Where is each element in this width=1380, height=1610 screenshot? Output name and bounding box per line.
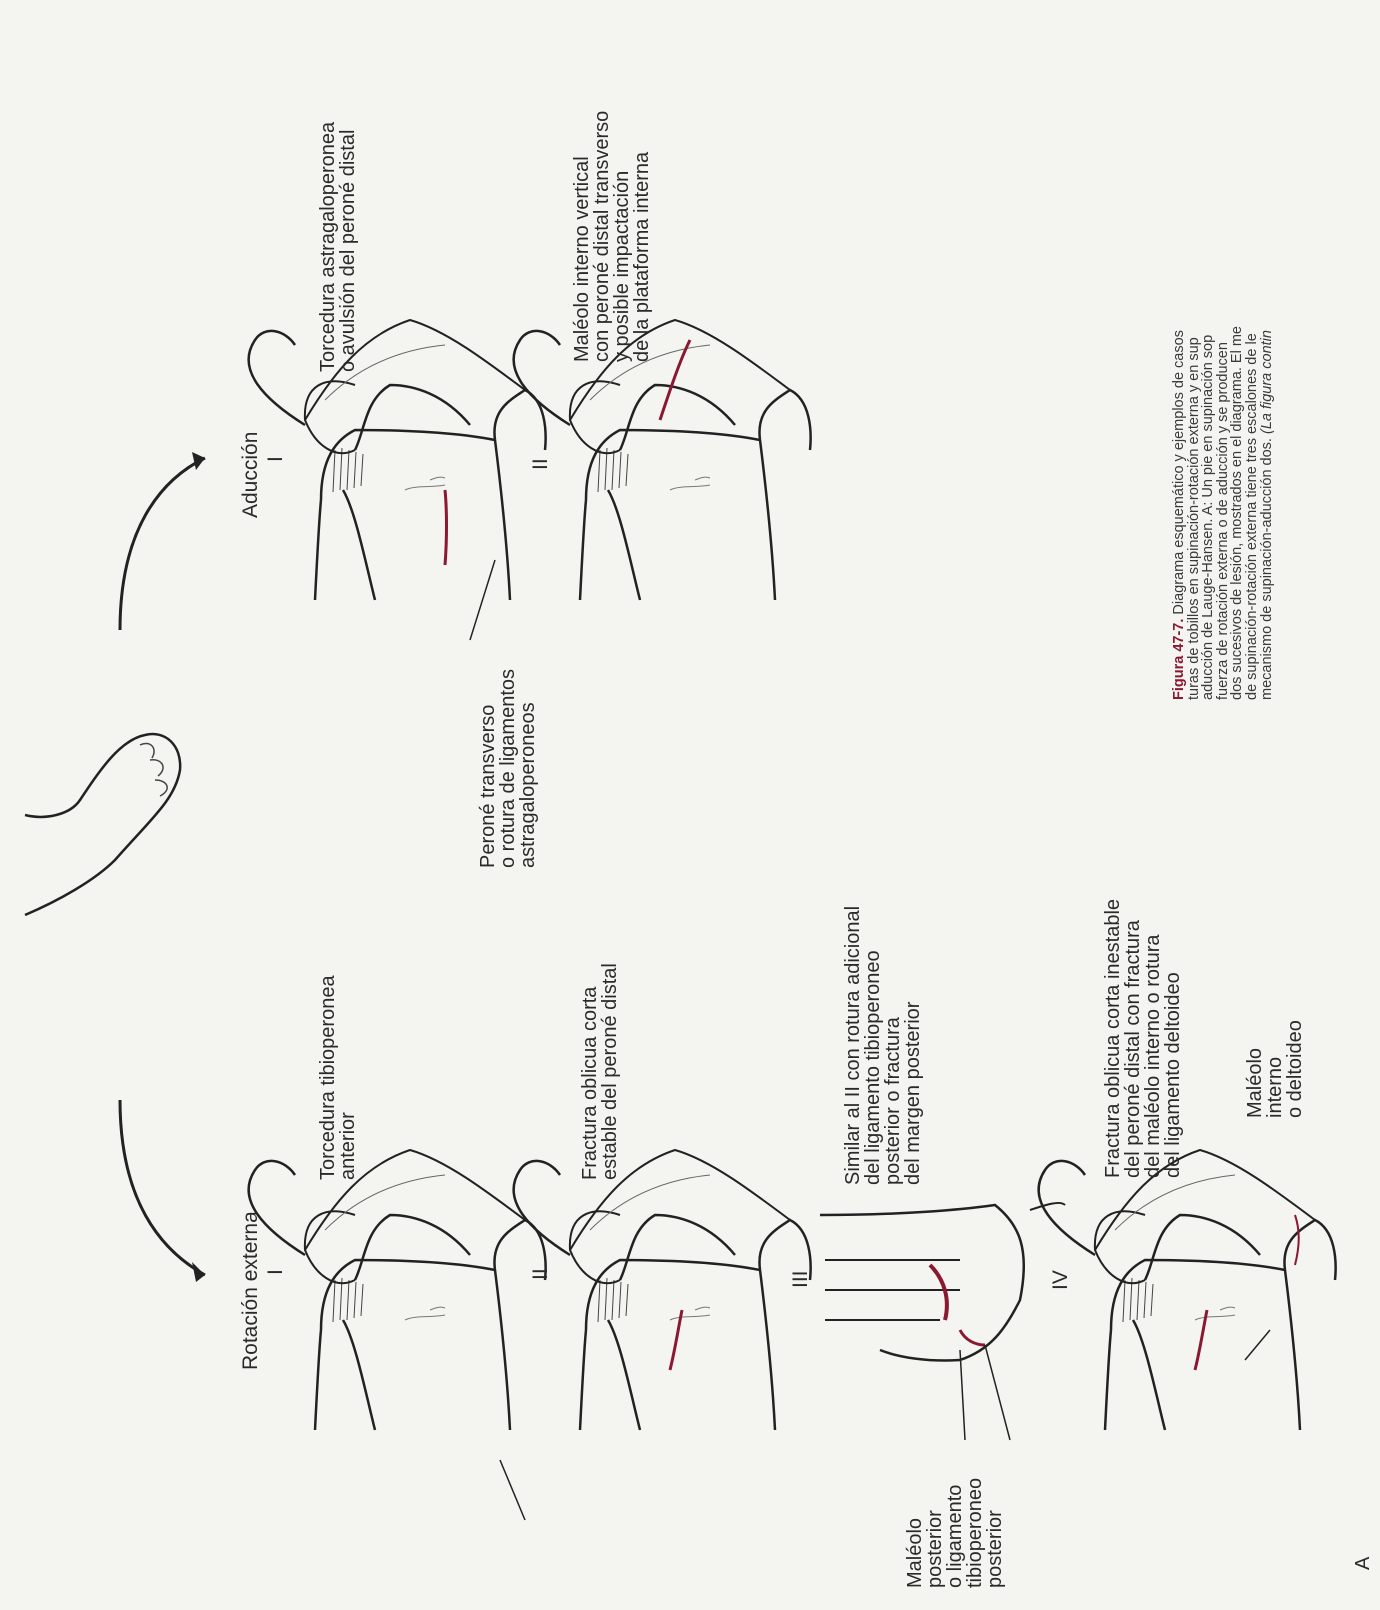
figure-caption: Figura 47-7. Diagrama esquemático y ejem… — [1172, 326, 1274, 700]
stage-numeral: IV — [1050, 1270, 1072, 1290]
stage-description: Maléolo interno vertical con peroné dist… — [572, 111, 652, 362]
stage-description: Fractura oblicua corta inestable del per… — [1103, 899, 1183, 1178]
callout-medial-malleolus: Maléolo interno o deltoideo — [1245, 1020, 1305, 1118]
column-title-external-rotation: Rotación externa — [240, 1211, 262, 1370]
stage-description: Fractura oblicua corta estable del peron… — [580, 963, 620, 1180]
callout-posterior-malleolus: Maléolo posterior o ligamento tibioperon… — [905, 1478, 1005, 1588]
stage-numeral: I — [265, 456, 287, 462]
callout-transverse-fibula: Peroné transverso o rotura de ligamentos… — [478, 669, 538, 868]
stage-numeral: II — [530, 1268, 552, 1280]
stage-description: Torcedura tibioperonea anterior — [318, 975, 358, 1180]
stage-description: Torcedura astragaloperonea o avulsión de… — [318, 122, 358, 372]
panel-letter: A — [1352, 1557, 1374, 1570]
stage-numeral: II — [530, 458, 552, 470]
figure-label: Figura 47-7. — [1171, 619, 1187, 700]
stage-description: Similar al II con rotura adicional del l… — [843, 906, 923, 1185]
stage-numeral: III — [790, 1270, 812, 1288]
stage-numeral: I — [265, 1269, 287, 1275]
column-title-adduction: Aducción — [240, 432, 262, 518]
